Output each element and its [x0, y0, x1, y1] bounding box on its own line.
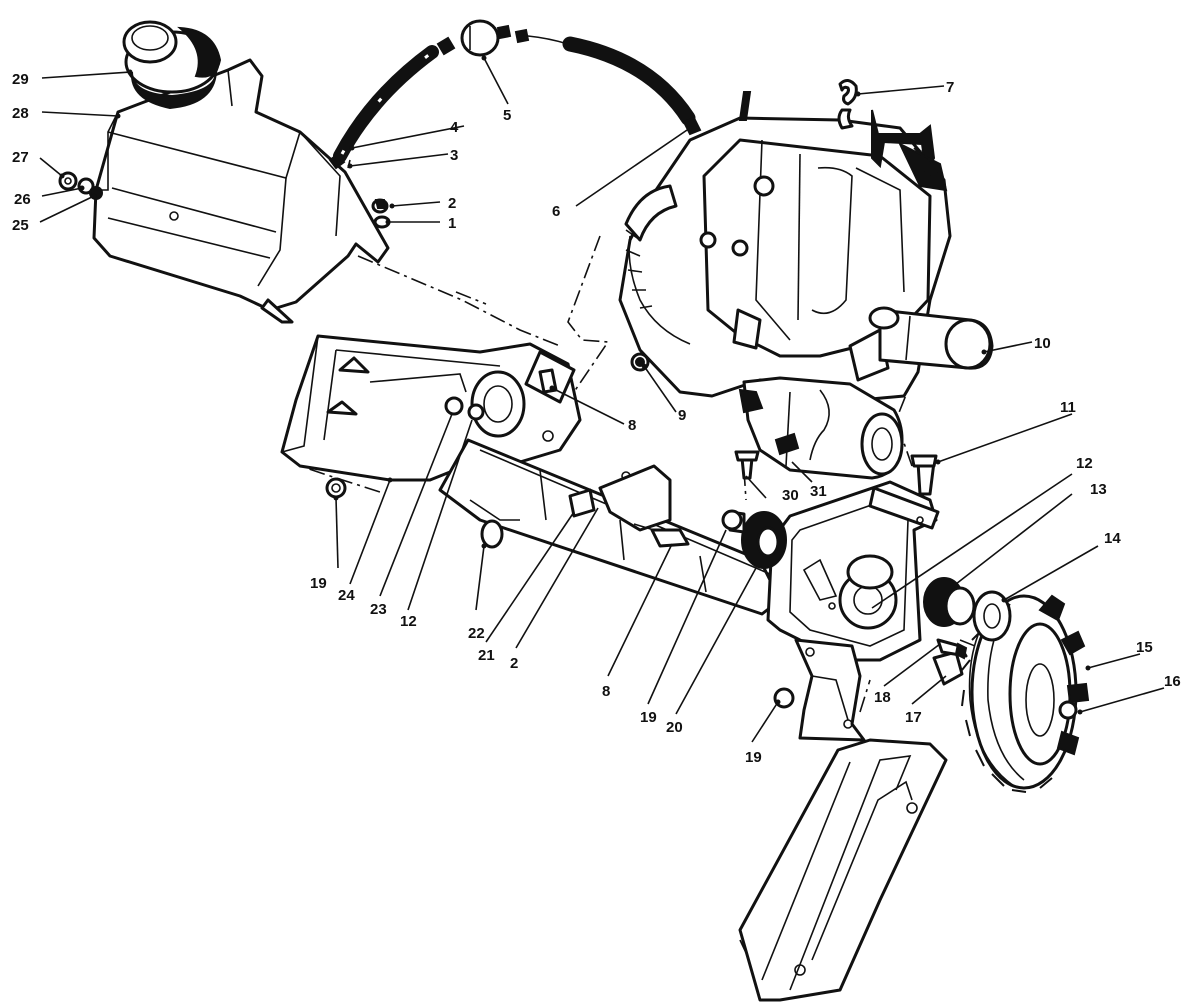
wheel — [961, 594, 1090, 793]
callout-labels: 1 2 3 4 5 6 7 8 8 9 10 11 12 12 13 14 15… — [12, 71, 1181, 766]
callout-26: 26 — [14, 191, 31, 208]
callout-2: 2 — [448, 195, 456, 212]
callout-18: 18 — [874, 689, 891, 706]
lower-bracket — [794, 638, 866, 742]
callout-21: 21 — [478, 647, 495, 664]
callout-19-left: 19 — [310, 575, 327, 592]
callout-11: 11 — [1060, 399, 1076, 416]
hose-clamps — [371, 198, 391, 229]
callout-25: 25 — [12, 217, 29, 234]
callout-8-upper: 8 — [628, 417, 636, 434]
callout-1: 1 — [448, 215, 456, 232]
callout-3: 3 — [450, 147, 458, 164]
callout-24: 24 — [338, 587, 355, 604]
callout-28: 28 — [12, 105, 29, 122]
callout-17: 17 — [905, 709, 922, 726]
leader-lines — [39, 57, 1165, 743]
fuel-line-assembly — [328, 19, 702, 170]
callout-2-lower: 2 — [510, 655, 518, 672]
callout-30: 30 — [782, 487, 799, 504]
callout-31: 31 — [810, 483, 827, 500]
engine — [618, 91, 994, 402]
callout-27: 27 — [12, 149, 29, 166]
engine-mount-frame — [280, 334, 782, 616]
callout-12-left: 12 — [400, 613, 417, 630]
callout-19-right: 19 — [745, 749, 762, 766]
fuel-cap — [122, 20, 222, 110]
callout-8-lower: 8 — [602, 683, 610, 700]
electric-starter — [738, 376, 904, 480]
callout-14: 14 — [1104, 530, 1121, 547]
callout-22: 22 — [468, 625, 485, 642]
callout-7: 7 — [946, 79, 954, 96]
callout-19-middle: 19 — [640, 709, 657, 726]
callout-15: 15 — [1136, 639, 1153, 656]
callout-16: 16 — [1164, 673, 1181, 690]
callout-20: 20 — [666, 719, 683, 736]
fuel-tank — [92, 58, 390, 324]
callout-13: 13 — [1090, 481, 1107, 498]
callout-5: 5 — [503, 107, 511, 124]
drive-hub-parts — [480, 450, 1012, 686]
handle-tube — [738, 738, 948, 1002]
callout-12-right: 12 — [1076, 455, 1093, 472]
callout-6: 6 — [552, 203, 560, 220]
callout-9: 9 — [678, 407, 686, 424]
callout-4: 4 — [450, 119, 459, 136]
callout-10: 10 — [1034, 335, 1051, 352]
callout-23: 23 — [370, 601, 387, 618]
leader-dots — [59, 55, 1091, 715]
side-plate — [766, 480, 940, 662]
callout-29: 29 — [12, 71, 29, 88]
snap-ring — [838, 79, 858, 106]
